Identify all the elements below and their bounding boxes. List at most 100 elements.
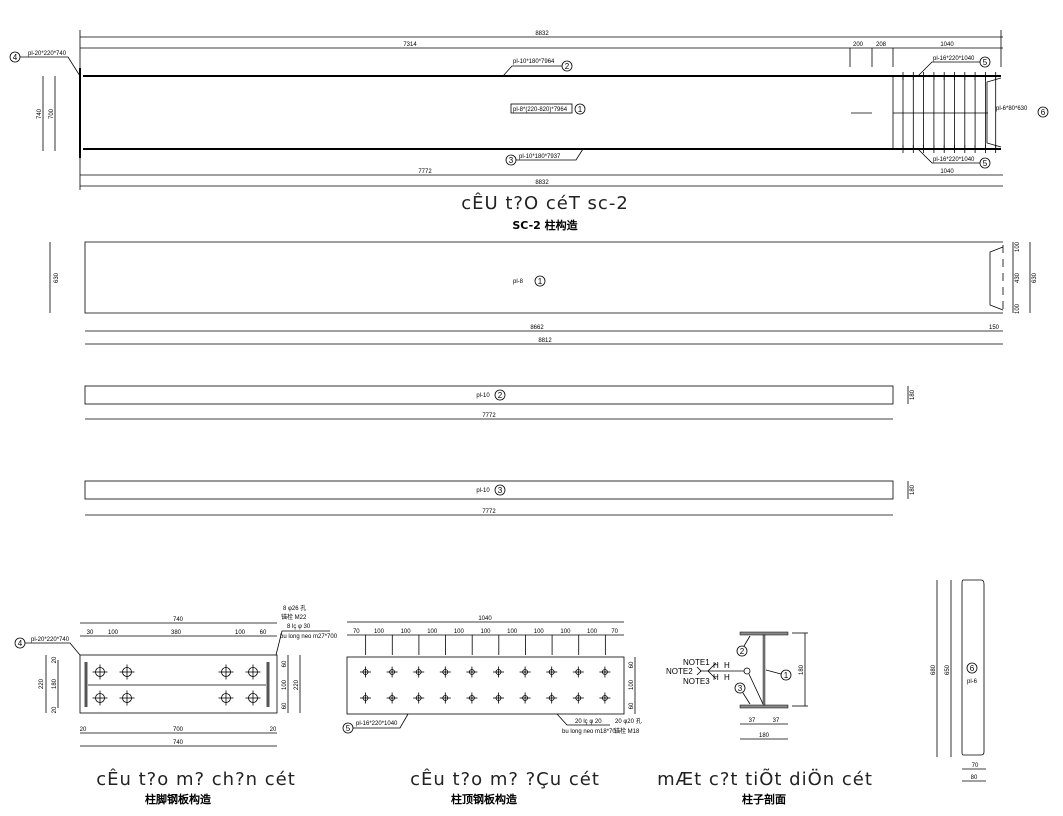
cap-dim-right1: 60 bbox=[629, 661, 635, 668]
cap-dim-spacing: 100 bbox=[587, 629, 598, 635]
cap-note-2: bu long neo m18*70 bbox=[562, 729, 616, 735]
base-dim-bottom-overall: 740 bbox=[173, 740, 184, 746]
label-p6: pl-6*80*630 bbox=[996, 106, 1028, 112]
stiffener-detail: 680 650 6 pl-6 70 80 bbox=[931, 579, 986, 782]
bottom-flange-mark: 3 bbox=[498, 486, 503, 495]
weld-ref-circle bbox=[743, 667, 751, 675]
cap-title-vn: cÊu t?o m? ?Çu cét bbox=[410, 768, 600, 790]
cap-dim-spacing: 100 bbox=[374, 629, 385, 635]
base-dim-left-t1: 20 bbox=[52, 656, 58, 663]
stiffener-lines bbox=[902, 72, 997, 153]
stiffener-dim-w-outer: 80 bbox=[971, 775, 978, 781]
bottom-flange-length: 7772 bbox=[482, 509, 496, 515]
mark-circle bbox=[494, 484, 506, 496]
label-p4: pl-20*220*740 bbox=[28, 51, 67, 57]
cap-plate-outline bbox=[346, 656, 625, 715]
cap-dim-spacing: 100 bbox=[534, 629, 545, 635]
leader bbox=[743, 635, 751, 647]
mark-5-top: 5 bbox=[983, 58, 988, 67]
elevation-title-cn: SC-2 柱构造 bbox=[512, 218, 578, 232]
base-dim-b-left: 20 bbox=[80, 727, 87, 733]
top-flange-width: 180 bbox=[910, 389, 916, 400]
base-plate-detail: 740 30 100 380 100 60 20 700 20 740 220 … bbox=[14, 604, 338, 806]
elevation-title-vn: cÊU t?O céT sc-2 bbox=[461, 192, 629, 214]
mark-1: 1 bbox=[578, 105, 583, 114]
weld-h-3: H bbox=[713, 673, 719, 682]
weld-symbol bbox=[707, 662, 717, 680]
web-dim-overall: 8812 bbox=[538, 338, 552, 344]
section-title-vn: mÆt c?t tiÕt diÖn cét bbox=[657, 768, 873, 790]
web-dim-height: 630 bbox=[54, 272, 60, 283]
label-p5-bottom: pl-16*220*1040 bbox=[933, 157, 975, 163]
base-dim-right1: 60 bbox=[282, 660, 288, 667]
base-bolt-holes bbox=[92, 664, 261, 706]
leader bbox=[917, 148, 980, 164]
cap-note-4: 锚栓 M18 bbox=[614, 727, 640, 735]
dim-end-bottom: 1040 bbox=[940, 169, 954, 175]
web-dim-length: 8662 bbox=[530, 325, 544, 331]
dim-gap2: 208 bbox=[876, 42, 887, 48]
web-dim-r2: 430 bbox=[1015, 272, 1021, 283]
note-1: NOTE1 bbox=[683, 658, 710, 667]
dim-overall-bottom: 8832 bbox=[535, 180, 549, 186]
leader bbox=[353, 713, 409, 729]
base-dim-right3: 60 bbox=[282, 702, 288, 709]
base-note-4: bu long neo m27*700 bbox=[280, 634, 338, 640]
cap-dim-spacing: 100 bbox=[507, 629, 518, 635]
dim-overall-top: 8832 bbox=[535, 31, 549, 37]
cap-title-cn: 柱顶钢板构造 bbox=[451, 792, 518, 806]
base-dim-s3: 380 bbox=[171, 630, 182, 636]
mark-5-bottom: 5 bbox=[983, 159, 988, 168]
stiffener-label: pl-6 bbox=[967, 679, 978, 685]
dim-inner: 700 bbox=[49, 108, 55, 119]
cap-bolt-holes bbox=[360, 666, 611, 704]
web-plate-label: pl-8 bbox=[513, 279, 524, 285]
leader bbox=[516, 148, 584, 161]
base-label: pl-20*220*740 bbox=[31, 637, 70, 643]
cap-dim-spacing: 100 bbox=[427, 629, 438, 635]
section-top-flange bbox=[739, 631, 789, 636]
dim-gap1: 200 bbox=[853, 42, 864, 48]
top-flange-length: 7772 bbox=[482, 413, 496, 419]
base-plate-outline bbox=[79, 654, 278, 714]
leader bbox=[25, 642, 81, 656]
mark-circle bbox=[494, 389, 506, 401]
web-plate-detail: pl-8 1 630 8662 150 8812 100 430 100 630 bbox=[49, 241, 1038, 345]
base-dim-s1: 30 bbox=[87, 630, 94, 636]
leader bbox=[502, 65, 562, 77]
section-dim-half-left: 37 bbox=[749, 718, 756, 724]
weld-tail bbox=[696, 666, 702, 676]
mark-circle bbox=[574, 103, 586, 115]
weld-leader bbox=[748, 673, 764, 705]
section-bottom-flange bbox=[739, 704, 789, 709]
top-flange-detail: pl-10 2 180 7772 bbox=[84, 385, 916, 420]
dim-main: 7314 bbox=[403, 42, 417, 48]
leader bbox=[742, 692, 751, 705]
cap-dim-right2: 100 bbox=[629, 679, 635, 690]
label-p1: pl-8*(220-820)*7964 bbox=[513, 107, 568, 113]
column-section: 180 37 37 180 2 1 3 NOTE1 NOTE2 NOTE3 H … bbox=[657, 631, 873, 806]
base-title-vn: cÊu t?o m? ch?n cét bbox=[96, 768, 296, 790]
section-web bbox=[762, 634, 766, 706]
mark-circle bbox=[736, 645, 748, 657]
base-note-2: 锚栓 M22 bbox=[281, 613, 307, 621]
cap-label: pl-16*220*1040 bbox=[356, 721, 398, 727]
web-dim-r1: 100 bbox=[1015, 241, 1021, 252]
top-flange-mark: 2 bbox=[498, 391, 503, 400]
cap-dim-spacing: 70 bbox=[611, 629, 618, 635]
base-dim-b-right: 20 bbox=[270, 727, 277, 733]
bottom-flange-plate bbox=[84, 480, 894, 500]
cap-dim-spacing: 100 bbox=[560, 629, 571, 635]
weld-h-2: H bbox=[724, 661, 730, 670]
mark-circle bbox=[534, 275, 546, 287]
cap-mark: 5 bbox=[346, 724, 351, 733]
base-dim-inner: 700 bbox=[173, 727, 184, 733]
cap-dim-spacing: 100 bbox=[454, 629, 465, 635]
section-dim-height: 180 bbox=[799, 664, 805, 675]
stiffener-dim-w-inner: 70 bbox=[972, 763, 979, 769]
note-2: NOTE2 bbox=[666, 667, 693, 676]
web-dim-r3: 100 bbox=[1015, 303, 1021, 314]
label-box bbox=[510, 103, 573, 114]
